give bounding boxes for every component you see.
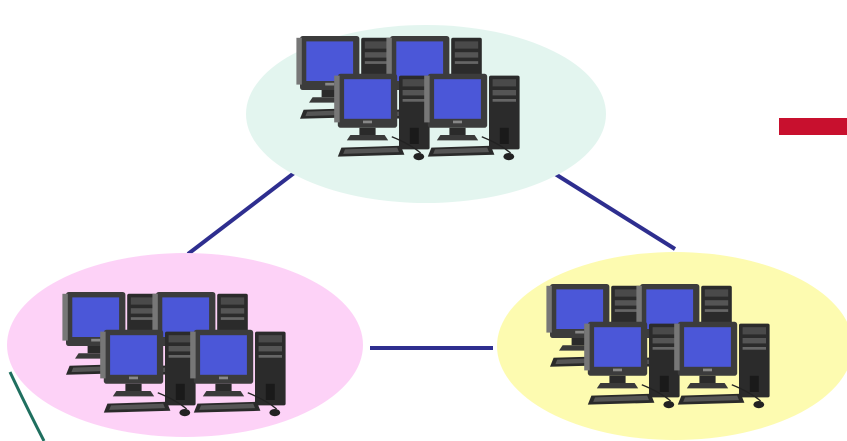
accent-bar <box>779 118 847 135</box>
decorative-arc <box>8 371 46 441</box>
link-top-right <box>550 170 677 251</box>
link-top-left <box>186 168 300 256</box>
